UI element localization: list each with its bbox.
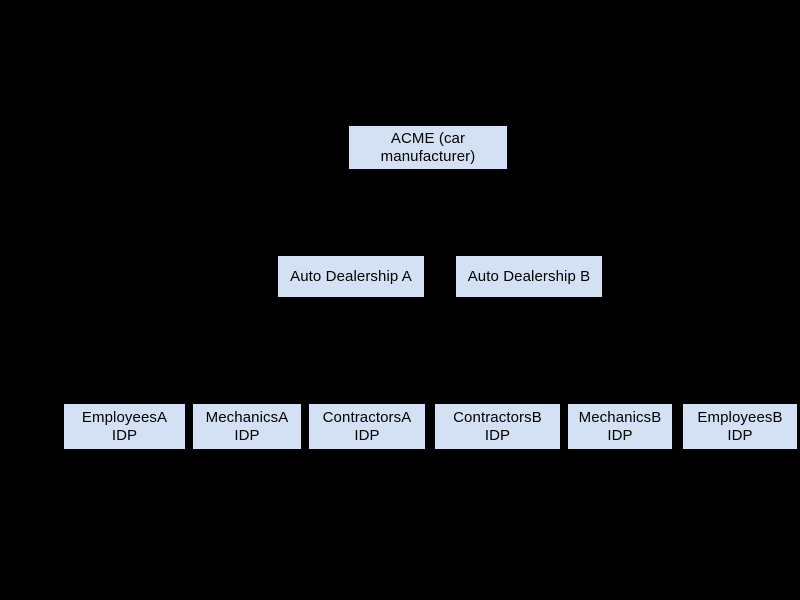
edge-dealership-a-stem <box>350 297 352 350</box>
edge-to-mechanicsa-idp <box>246 349 248 403</box>
edge-root-horizontal-bus <box>350 211 529 213</box>
node-mechanicsa-idp[interactable]: MechanicsA IDP <box>192 403 302 450</box>
node-employeesb-idp[interactable]: EmployeesB IDP <box>682 403 798 450</box>
edge-root-to-dealership-a <box>427 169 429 212</box>
edge-to-employeesa-idp <box>123 349 125 403</box>
node-auto-dealership-a[interactable]: Auto Dealership A <box>277 255 425 298</box>
edge-dealership-a-bus <box>123 349 367 351</box>
node-acme-manufacturer[interactable]: ACME (car manufacturer) <box>348 125 508 170</box>
edge-to-mechanicsb-idp <box>620 349 622 403</box>
edge-to-contractorsa-idp <box>365 349 367 403</box>
node-contractorsa-idp[interactable]: ContractorsA IDP <box>308 403 426 450</box>
edge-to-employeesb-idp <box>738 349 740 403</box>
node-contractorsb-idp[interactable]: ContractorsB IDP <box>434 403 561 450</box>
edge-to-contractorsb-idp <box>497 349 499 403</box>
node-employeesa-idp[interactable]: EmployeesA IDP <box>63 403 186 450</box>
edge-dealership-b-stem <box>528 297 530 350</box>
edge-bus-to-dealership-a <box>350 211 352 255</box>
node-auto-dealership-b[interactable]: Auto Dealership B <box>455 255 603 298</box>
edge-dealership-b-bus <box>497 349 740 351</box>
node-mechanicsb-idp[interactable]: MechanicsB IDP <box>567 403 673 450</box>
edge-bus-to-dealership-b <box>527 211 529 255</box>
